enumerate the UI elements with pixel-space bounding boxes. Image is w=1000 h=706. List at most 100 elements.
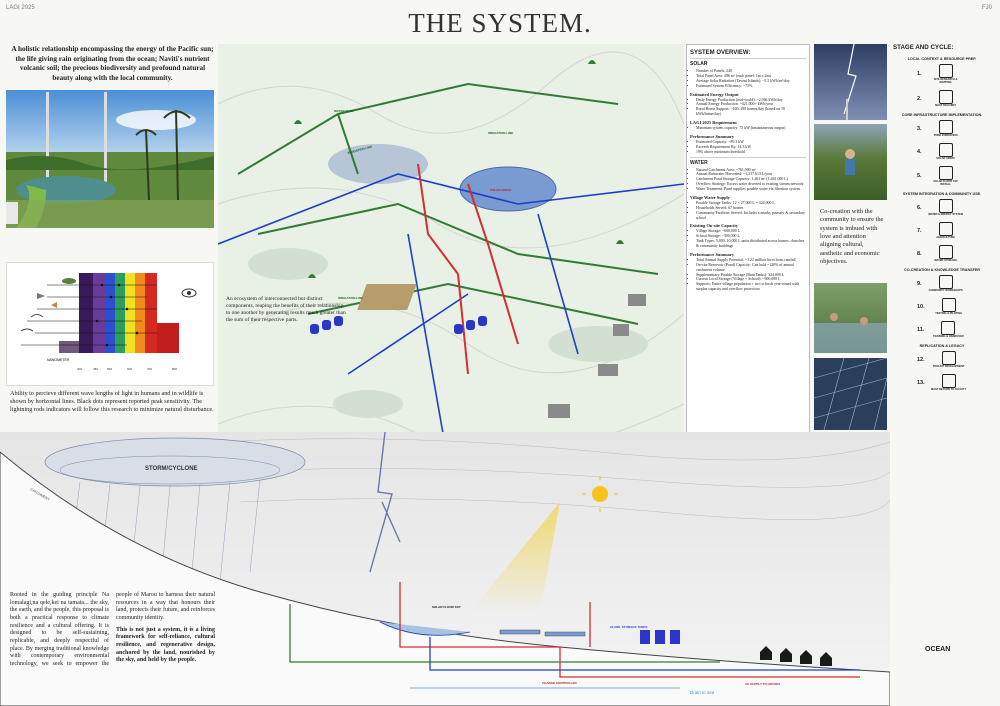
spectrum-tick: 800 xyxy=(172,367,177,371)
section-power xyxy=(399,582,860,678)
irrigation-label-2: IRRIGATION LINE xyxy=(488,131,513,135)
stage-label: TOOLKIT DEVELOPMENT xyxy=(932,365,965,368)
spec-item: Average Solar Radiation (Taveni Islands)… xyxy=(696,79,806,84)
spec-item: 19% above minimum threshold xyxy=(696,150,806,155)
stage-number: 9. xyxy=(917,280,922,287)
stage-number: 6. xyxy=(917,204,922,211)
spec-item: Supports: Entire village population + tw… xyxy=(696,282,806,292)
spec-item: Community Facilities Served: Includes a … xyxy=(696,211,806,221)
overview-title: SYSTEM OVERVIEW: xyxy=(690,50,751,56)
spec-item: Potable Storage Tanks: 12 × 27,000 L = 3… xyxy=(696,201,806,206)
spec-item: Annual Rainwater Harvested: ~1,217,613 L… xyxy=(696,172,806,177)
landscape-photo-art xyxy=(6,90,214,228)
stage-item: 1.SITE RESEARCH & MAPPING xyxy=(917,64,995,84)
stage-number: 13. xyxy=(917,379,925,386)
cross-section: STORM/CYCLONE CATCHMENT 21,000L STOR xyxy=(0,431,891,706)
spec-item: Rural Home Support: ~160–180 homes/day (… xyxy=(696,107,806,117)
spec-item: Daily Energy Production (real-world): ~2… xyxy=(696,98,806,103)
stage-number: 7. xyxy=(917,227,922,234)
header-right: FJ0 xyxy=(981,5,992,11)
spectrum-tick: 300 xyxy=(77,367,82,371)
power-lines xyxy=(417,163,519,375)
stage-item: 6. WATER & ENERGY SYSTEM xyxy=(917,199,995,216)
stage-number: 8. xyxy=(917,250,922,257)
storage-building xyxy=(357,284,417,310)
spec-item: Tank Types: 5,000–10,000 L units distrib… xyxy=(696,239,806,249)
header-left: LAGI 2025 xyxy=(6,5,35,11)
stage-number: 4. xyxy=(917,148,922,155)
spectrum-axis-label: NANOMETER xyxy=(47,358,70,362)
stage-item: 10.TESTING & PILOTING xyxy=(917,298,995,315)
spectrum-chart: NANOMETER 300 380 500 600 700 800 xyxy=(6,262,214,386)
spec-item: Exceeds Requirement By: 14.3 kW xyxy=(696,145,806,150)
page-title: THE SYSTEM. xyxy=(408,8,592,38)
stage-group-title: LOCAL CONTEXT & RESOURCE PREP. xyxy=(907,57,977,61)
spec-heading: Performance Summary xyxy=(690,251,735,257)
intro-text: A holistic relationship encompassing the… xyxy=(11,45,214,83)
spectrum-tick: 600 xyxy=(127,367,132,371)
stage-number: 11. xyxy=(917,326,925,333)
stage-number: 10. xyxy=(917,303,925,310)
stage-item: 13.MAST RETURN TO FACILITY xyxy=(917,374,995,391)
ac-supply-label: AC SUPPLY TO HOUSES xyxy=(745,682,780,686)
spec-item: Estimated Capacity: ~89.3 kW xyxy=(696,140,806,145)
band-ir xyxy=(157,323,179,353)
spectrum-svg: NANOMETER 300 380 500 600 700 800 xyxy=(20,273,197,371)
stage-label: MAST DELIVERY xyxy=(935,104,957,107)
stage-item: 4. SOLAR ARRAY xyxy=(917,143,995,160)
stage-item: 2.MAST DELIVERY xyxy=(917,90,995,107)
stage-item: 5. SOLAR FLOOD TAP INSTALL xyxy=(917,166,995,186)
stage-number: 1. xyxy=(917,71,922,77)
spec-item: Village Storage: ~600,000 L xyxy=(696,229,806,234)
stage-item: 3.POND FORMATION xyxy=(917,120,995,137)
spec-item: Total Panel Area: 496 m² (each panel: 1m… xyxy=(696,74,806,79)
water-tanks xyxy=(310,316,487,334)
stage-icon xyxy=(938,120,953,134)
stage-icon xyxy=(938,199,953,213)
stage-group-title: CORE INFRASTRUCTURE IMPLEMENTATION. xyxy=(901,113,983,117)
stage-label: SOLAR FLOOD TAP INSTALL xyxy=(933,180,958,186)
controller-label: CHARGE CONTROLLER xyxy=(542,681,577,685)
section-tanks xyxy=(640,630,680,644)
stage-group-title: SYSTEM INTEGRATION & COMMUNITY USE. xyxy=(902,192,982,196)
site-map: WATER PUMP IRRIGATION LINE IRRIGATION LI… xyxy=(218,44,684,462)
band-blue xyxy=(105,273,115,353)
stage-icon xyxy=(938,222,953,236)
bottom-text: Rooted in the guiding principle Na lomal… xyxy=(10,592,215,669)
stage-icon xyxy=(938,143,953,157)
section-water xyxy=(429,637,860,671)
spectrum-tick: 700 xyxy=(147,367,152,371)
stage-label: SOLAR ARRAY xyxy=(936,157,955,160)
spectrum-tick: 380 xyxy=(93,367,98,371)
stage-icon xyxy=(938,90,953,104)
water-pump-label: WATER PUMP xyxy=(334,109,354,113)
stage-number: 5. xyxy=(917,173,922,179)
stage-label: WATER & ENERGY SYSTEM xyxy=(928,213,963,216)
stage-item: 11.TRAINING & HANDOVER xyxy=(917,321,995,338)
spec-item: Total Annual Supply Potential: ~1.22 mil… xyxy=(696,258,806,263)
stage-label: COMMUNITY WORKSHOPS xyxy=(928,289,963,292)
lightning-art xyxy=(843,44,857,120)
water-title: WATER xyxy=(690,159,708,166)
sun-rays xyxy=(582,476,618,512)
drain-label: Drain to sea xyxy=(690,690,715,695)
butterfly-icon xyxy=(51,302,57,308)
panels-photo xyxy=(814,358,887,430)
sunlight-beam xyxy=(470,502,560,612)
section-irrigation xyxy=(289,604,720,663)
farmer-photo xyxy=(814,124,887,200)
agriculture-icons xyxy=(294,60,624,278)
band-low xyxy=(59,341,79,353)
band-orange xyxy=(135,273,145,353)
stage-icon xyxy=(938,275,953,289)
solar-array-label: SOLAR ARRAY xyxy=(490,188,512,192)
solar-title: SOLAR xyxy=(690,61,708,67)
storm-cloud: STORM/CYCLONE xyxy=(44,437,306,593)
bottom-paragraph-2: This is not just a system, it is a livin… xyxy=(116,626,215,664)
stage-group-title: CO-CREATION & KNOWLEDGE TRANSFER xyxy=(904,268,980,272)
spec-heading: Estimated Energy Output xyxy=(690,91,739,97)
spec-item: On-site Reservoir (Pond) Capacity: Can h… xyxy=(696,263,806,273)
spec-item: Natural Catchment Area: ~761,000 m² xyxy=(696,168,806,173)
stage-item: 8. WATER STORAGE xyxy=(917,245,995,262)
stage-label: WATER STORAGE xyxy=(934,259,957,262)
